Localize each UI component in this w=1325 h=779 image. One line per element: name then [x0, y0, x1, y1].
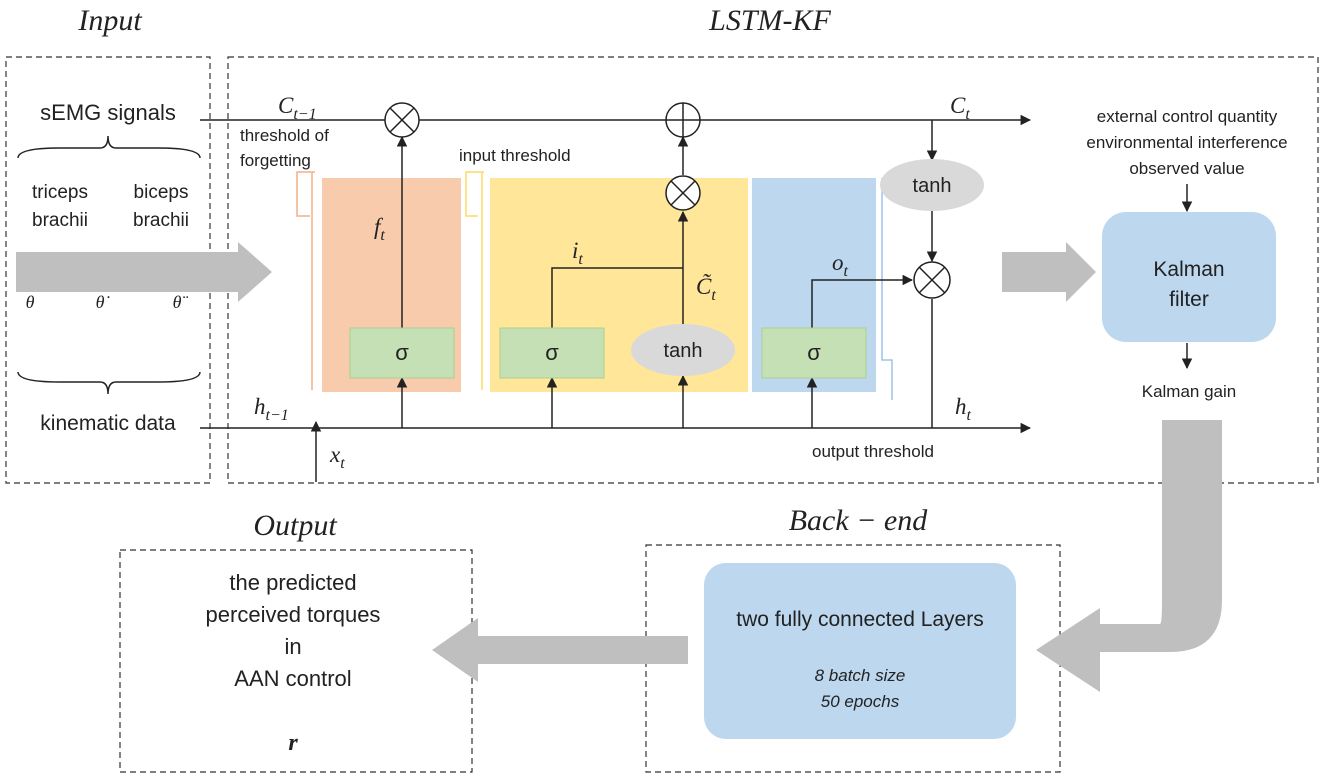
output-tanh-oval: [880, 159, 984, 211]
i-t-label: it: [572, 238, 583, 268]
theta-dot-label: θ̇: [96, 292, 111, 312]
output-title: Output: [253, 509, 337, 542]
input-tanh-oval: [631, 324, 735, 376]
o-t-label: ot: [832, 250, 849, 280]
triceps-label-2: brachii: [32, 210, 88, 231]
output-multiply-icon: [913, 261, 951, 299]
semg-signals-label: sEMG signals: [40, 100, 176, 125]
c-tilde-label: C̃t: [696, 273, 716, 304]
input-arrow: [16, 242, 272, 302]
input-tanh-label: tanh: [664, 340, 703, 362]
kinematic-brace: [17, 371, 201, 395]
lstm-kf-panel: [227, 56, 1319, 484]
kinematic-data-label: kinematic data: [40, 412, 176, 435]
kalman-gain-label: Kalman gain: [1142, 382, 1237, 401]
input-sigma-label: σ: [545, 340, 559, 365]
forget-bracket-top: [296, 171, 315, 217]
forget-threshold-label-2: forgetting: [240, 151, 311, 170]
output-tanh-label: tanh: [913, 175, 952, 197]
input-threshold-label: input threshold: [459, 146, 571, 165]
output-sigma-label: σ: [807, 340, 821, 365]
output-sigma-box: [761, 327, 867, 379]
output-line-3: in: [284, 634, 301, 659]
it-line: [551, 267, 683, 328]
kalman-box-line-1: Kalman: [1153, 258, 1224, 281]
batch-size-label: 8 batch size: [815, 666, 906, 685]
c-prev-label: Ct−1: [278, 93, 317, 123]
input-multiply-icon: [665, 175, 701, 211]
lstm-to-kalman-arrow: [1002, 242, 1096, 302]
forget-sigma-label: σ: [395, 340, 409, 365]
kalman-input-2: environmental interference: [1086, 133, 1287, 152]
fully-connected-label: two fully connected Layers: [736, 608, 983, 631]
input-sigma-box: [499, 327, 605, 379]
kalman-box-line-2: filter: [1169, 288, 1209, 311]
backend-title: Back − end: [789, 504, 929, 537]
input-title: Input: [77, 4, 142, 37]
output-line-2: perceived torques: [206, 602, 381, 627]
kalman-to-backend-arrow: [1036, 420, 1222, 692]
h-t-label: ht: [955, 394, 972, 424]
output-threshold-label: output threshold: [812, 442, 934, 461]
f-t-label: ft: [374, 214, 385, 244]
output-line-4: AAN control: [234, 666, 351, 691]
backend-to-output-arrow: [432, 618, 688, 682]
input-bracket-top: [465, 171, 484, 217]
semg-brace: [17, 135, 201, 159]
h-prev-label: ht−1: [254, 394, 289, 424]
biceps-label-1: biceps: [134, 182, 189, 203]
input-panel: [5, 56, 211, 484]
epochs-label: 50 epochs: [821, 692, 900, 711]
c-t-label: Ct: [950, 93, 970, 123]
fully-connected-box: [704, 563, 1016, 739]
triceps-label-1: triceps: [32, 182, 88, 203]
output-symbol-r: r: [288, 730, 298, 756]
x-t-label: xt: [329, 442, 345, 472]
output-bracket: [881, 178, 893, 400]
output-line-1: the predicted: [229, 570, 356, 595]
forget-threshold-label-1: threshold of: [240, 126, 329, 145]
forget-multiply-icon: [384, 102, 420, 138]
cell-plus-icon: [665, 102, 701, 138]
kalman-filter-box: [1102, 212, 1276, 342]
theta-label: θ: [26, 292, 35, 312]
ot-line: [811, 274, 914, 328]
biceps-label-2: brachii: [133, 210, 189, 231]
forget-sigma-box: [349, 327, 455, 379]
kalman-input-3: observed value: [1129, 159, 1244, 178]
lstm-kf-title: LSTM-KF: [708, 4, 831, 37]
kalman-input-1: external control quantity: [1097, 107, 1278, 126]
theta-ddot-label: θ̈: [173, 292, 189, 312]
